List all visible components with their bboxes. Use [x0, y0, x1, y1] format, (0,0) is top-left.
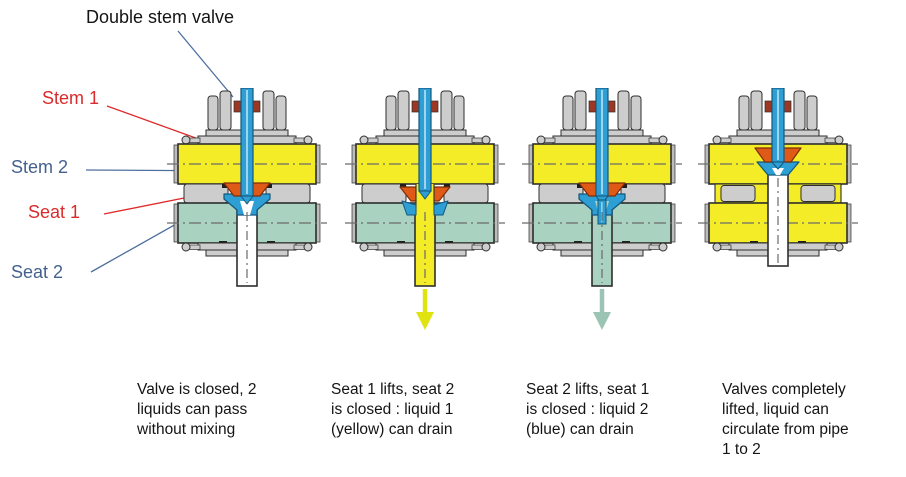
- seat-2: [401, 200, 417, 216]
- valve-diagram-1: [162, 87, 332, 340]
- seat-1-label: Seat 1: [28, 202, 81, 222]
- valve-cross-section: [167, 87, 327, 287]
- title-label: Double stem valve: [86, 7, 235, 27]
- valve-diagram-3: [517, 87, 687, 340]
- valve-diagram-4: [693, 87, 863, 340]
- caption-seat2-lifts: Seat 2 lifts, seat 1 is closed : liquid …: [526, 381, 650, 438]
- valve-cross-section: [345, 87, 505, 330]
- caption-seat1-lifts: Seat 1 lifts, seat 2 is closed : liquid …: [331, 381, 455, 438]
- caption-valve-closed: Valve is closed, 2 liquids can pass with…: [137, 381, 257, 438]
- stem-2-label: Stem 2: [11, 157, 69, 177]
- caption-valves-lifted: Valves completely lifted, liquid can cir…: [722, 381, 849, 458]
- stem-1-label: Stem 1: [42, 88, 100, 108]
- valve-diagram-2: [340, 87, 510, 340]
- valve-cross-section: [522, 87, 682, 330]
- valve-cross-section: [698, 87, 858, 267]
- seat-2-label: Seat 2: [11, 262, 64, 282]
